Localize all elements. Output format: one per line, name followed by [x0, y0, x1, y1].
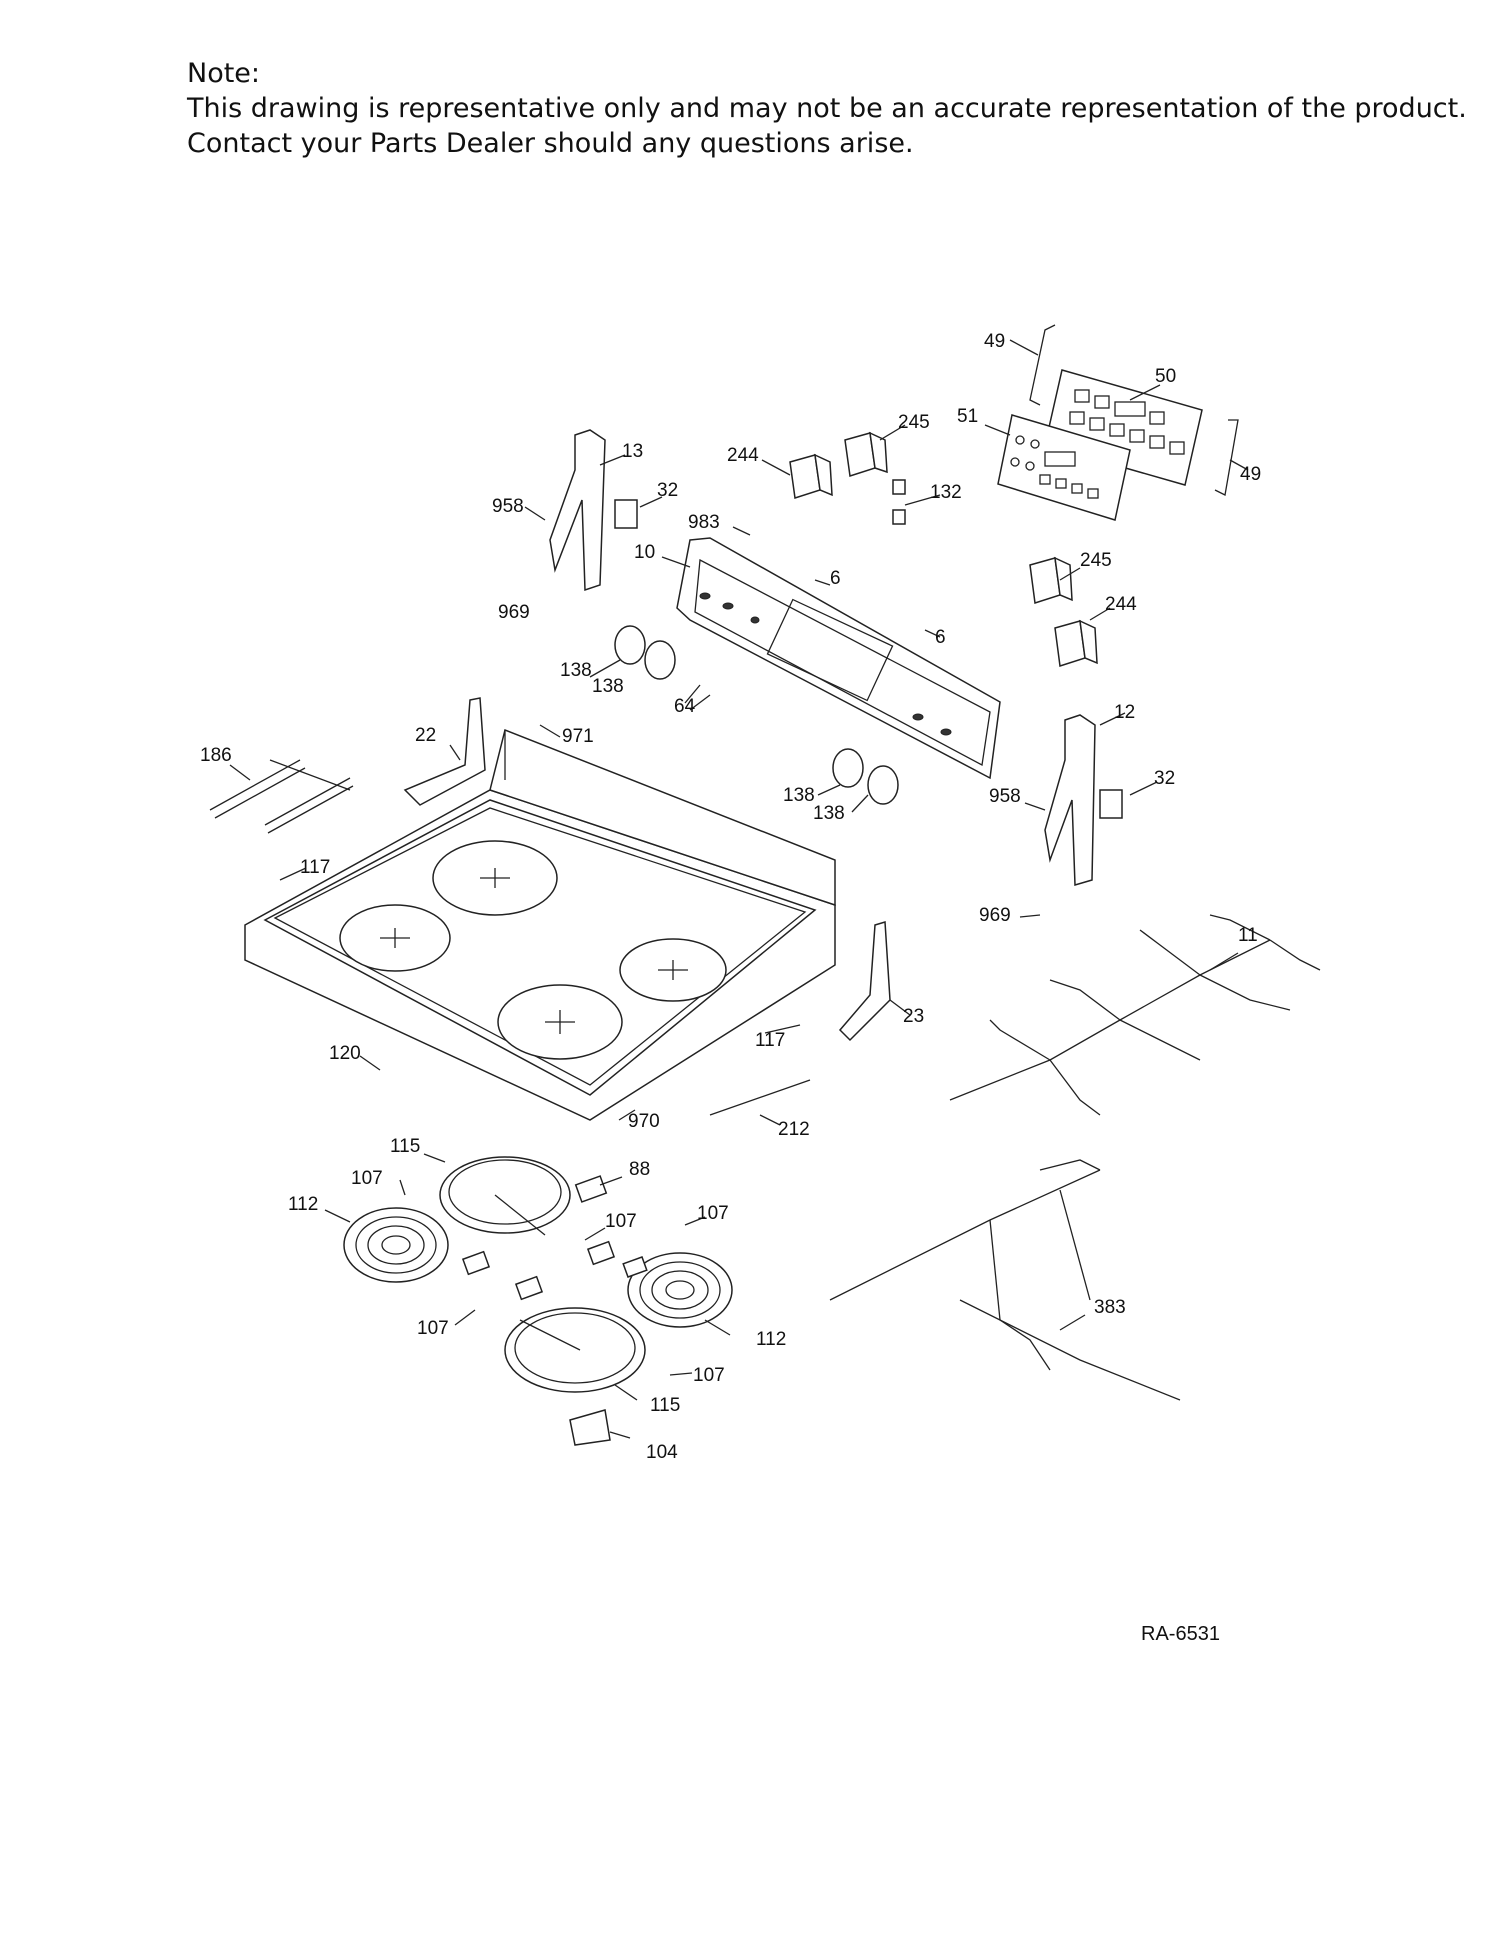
callout-6b: 6 — [935, 627, 946, 648]
callout-22: 22 — [415, 725, 436, 746]
callout-112b: 112 — [756, 1329, 786, 1350]
note-heading: Note: — [187, 58, 261, 89]
radiant-element-115-top — [439, 1156, 571, 1236]
callout-64: 64 — [674, 696, 696, 717]
callout-104: 104 — [646, 1442, 678, 1463]
callout-117a: 117 — [300, 857, 330, 878]
callout-13: 13 — [622, 441, 643, 462]
callout-107e: 107 — [693, 1365, 725, 1386]
callout-138d: 138 — [813, 803, 845, 824]
callout-107d: 107 — [417, 1318, 449, 1339]
radiant-element-112-right — [627, 1252, 733, 1328]
callout-115a: 115 — [390, 1136, 420, 1157]
mounting-bracket-left — [1029, 324, 1056, 406]
note-line-1: This drawing is representative only and … — [187, 93, 1467, 124]
callout-138a: 138 — [560, 660, 592, 681]
terminal-block-104 — [569, 1409, 611, 1446]
callout-50: 50 — [1155, 366, 1176, 387]
callout-383: 383 — [1094, 1297, 1126, 1318]
callout-970: 970 — [628, 1111, 660, 1132]
callout-labels: 49 50 51 49 245 244 132 13 32 958 983 10… — [200, 331, 1261, 1463]
side-trim-left — [403, 697, 486, 806]
callout-983: 983 — [688, 512, 720, 533]
callout-245a: 245 — [898, 412, 930, 433]
callout-6a: 6 — [830, 568, 841, 589]
end-cap-right — [1044, 714, 1096, 886]
callout-107a: 107 — [351, 1168, 383, 1189]
rod-212 — [709, 1079, 811, 1116]
cooktop-glass — [244, 728, 836, 1121]
callout-120: 120 — [329, 1043, 361, 1064]
callout-971: 971 — [562, 726, 594, 747]
callout-138c: 138 — [783, 785, 815, 806]
callout-958b: 958 — [989, 786, 1021, 807]
callout-132: 132 — [930, 482, 962, 503]
callout-12: 12 — [1114, 702, 1135, 723]
callout-11: 11 — [1238, 925, 1258, 946]
callout-10: 10 — [634, 542, 655, 563]
callout-186: 186 — [200, 745, 232, 766]
callout-958a: 958 — [492, 496, 524, 517]
wire-harness-11 — [949, 914, 1321, 1116]
callout-51: 51 — [957, 406, 978, 427]
radiant-element-115-bottom — [504, 1307, 646, 1393]
control-panel — [676, 537, 1001, 780]
knobs — [614, 625, 899, 805]
note-block: Note: This drawing is representative onl… — [187, 56, 1467, 161]
callout-112a: 112 — [288, 1194, 318, 1215]
callout-117b: 117 — [755, 1030, 785, 1051]
bracket-32-left — [614, 499, 638, 529]
callout-969b: 969 — [979, 905, 1011, 926]
callout-32a: 32 — [657, 480, 678, 501]
callout-244a: 244 — [727, 445, 759, 466]
radiant-element-112-left — [343, 1207, 449, 1283]
end-cap-left — [549, 429, 606, 592]
callout-969a: 969 — [498, 602, 530, 623]
callout-115b: 115 — [650, 1395, 680, 1416]
callout-49a: 49 — [984, 331, 1005, 352]
rear-brackets — [209, 759, 354, 834]
callout-49b: 49 — [1240, 464, 1261, 485]
infinite-switch-244-right — [1054, 619, 1098, 667]
callout-245b: 245 — [1080, 550, 1112, 571]
wire-harness-383 — [829, 1159, 1181, 1401]
callout-107b: 107 — [605, 1211, 637, 1232]
control-board — [1044, 369, 1203, 486]
callout-212: 212 — [778, 1119, 810, 1140]
callout-244b: 244 — [1105, 594, 1137, 615]
callout-88: 88 — [629, 1159, 650, 1180]
bracket-32-right — [1099, 789, 1123, 819]
callout-23: 23 — [903, 1006, 924, 1027]
mounting-bracket-right — [1214, 419, 1239, 496]
membrane-keypad — [997, 414, 1131, 521]
callout-138b: 138 — [592, 676, 624, 697]
infinite-switch-244-top — [789, 453, 833, 499]
drawing-reference: RA-6531 — [1141, 1623, 1220, 1645]
callout-32b: 32 — [1154, 768, 1175, 789]
callout-107c: 107 — [697, 1203, 729, 1224]
switch-132 — [892, 479, 906, 525]
leader-lines — [229, 339, 1249, 1439]
infinite-switch-245-right — [1029, 556, 1073, 604]
note-line-2: Contact your Parts Dealer should any que… — [187, 128, 914, 159]
limiter-pads — [461, 1175, 648, 1301]
side-trim-right — [838, 921, 891, 1042]
infinite-switch-245-top — [844, 431, 888, 477]
